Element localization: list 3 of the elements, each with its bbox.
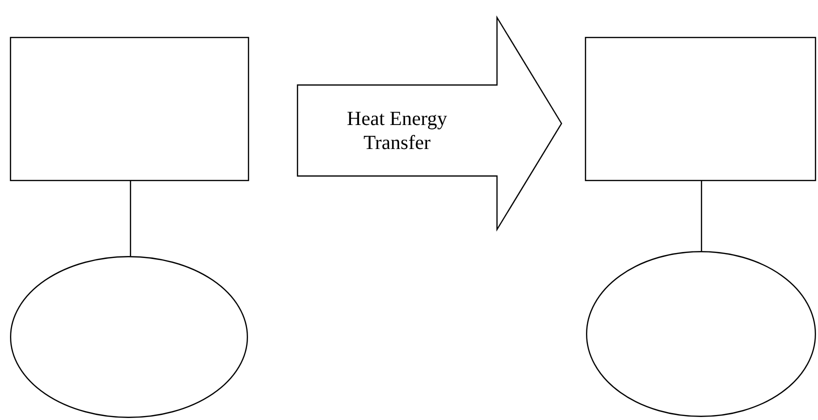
connector-line <box>130 181 132 256</box>
connector-line <box>700 181 702 251</box>
arrow-label: Heat Energy Transfer <box>346 107 448 155</box>
